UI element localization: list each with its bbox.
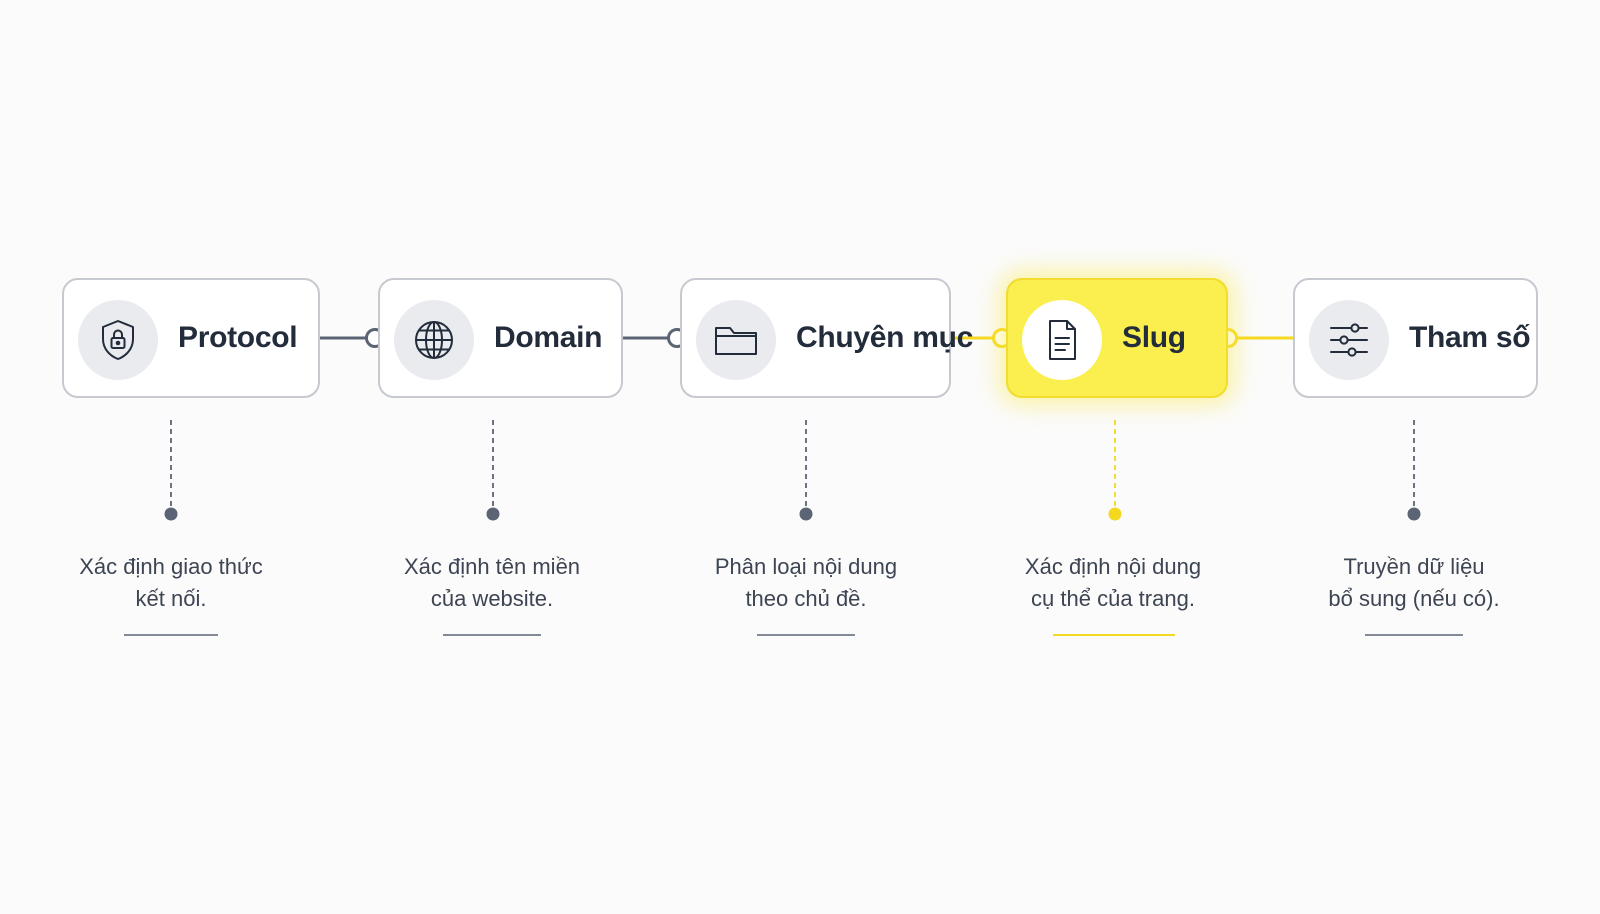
step-box-slug: Slug — [1006, 278, 1228, 398]
step-box-protocol: Protocol — [62, 278, 320, 398]
step-desc-domain: Xác định tên miền của website. — [362, 551, 622, 615]
step-desc-line: cụ thể của trang. — [1031, 586, 1195, 611]
step-desc-tham-so: Truyền dữ liệu bổ sung (nếu có). — [1284, 551, 1544, 615]
step-box-domain: Domain — [378, 278, 623, 398]
document-icon — [1049, 320, 1076, 360]
step-desc-line: Phân loại nội dung — [714, 554, 898, 579]
drop-dot-thamso — [1407, 507, 1421, 521]
step-box-chuyen-muc: Chuyên mục — [680, 278, 973, 398]
step-desc-chuyen-muc: Phân loại nội dung theo chủ đề. — [676, 551, 936, 615]
drop-dot-domain — [486, 507, 500, 521]
step-desc-slug: Xác định nội dung cụ thể của trang. — [983, 551, 1243, 615]
step-desc-line: của website. — [430, 586, 554, 611]
sliders-icon — [1330, 323, 1368, 357]
step-desc-protocol: Xác định giao thức kết nối. — [41, 551, 301, 615]
document-icon-badge — [1022, 300, 1102, 380]
step-desc-line: Xác định nội dung — [1024, 554, 1202, 579]
sliders-icon-badge — [1309, 300, 1389, 380]
folder-icon — [715, 327, 757, 355]
globe-icon-badge — [394, 300, 474, 380]
folder-icon-badge — [696, 300, 776, 380]
step-label-slug: Slug — [1122, 321, 1186, 354]
step-box-tham-so: Tham số — [1293, 278, 1538, 398]
step-label-chuyen-muc: Chuyên mục — [796, 321, 974, 354]
drop-dot-protocol — [164, 507, 178, 521]
step-desc-line: theo chủ đề. — [745, 586, 867, 611]
shield-lock-icon-badge — [78, 300, 158, 380]
step-label-tham-so: Tham số — [1409, 321, 1531, 354]
step-label-domain: Domain — [494, 321, 603, 354]
step-desc-line: kết nối. — [135, 586, 207, 611]
step-label-protocol: Protocol — [178, 321, 298, 354]
step-desc-line: Xác định giao thức — [79, 554, 263, 579]
globe-icon — [415, 321, 453, 359]
shield-lock-icon — [102, 320, 134, 360]
step-desc-line: Xác định tên miền — [403, 554, 581, 579]
drop-dot-slug — [1108, 507, 1122, 521]
step-desc-line: Truyền dữ liệu — [1343, 554, 1485, 579]
step-desc-line: bổ sung (nếu có). — [1328, 586, 1500, 611]
drop-dot-chuyenmuc — [799, 507, 813, 521]
